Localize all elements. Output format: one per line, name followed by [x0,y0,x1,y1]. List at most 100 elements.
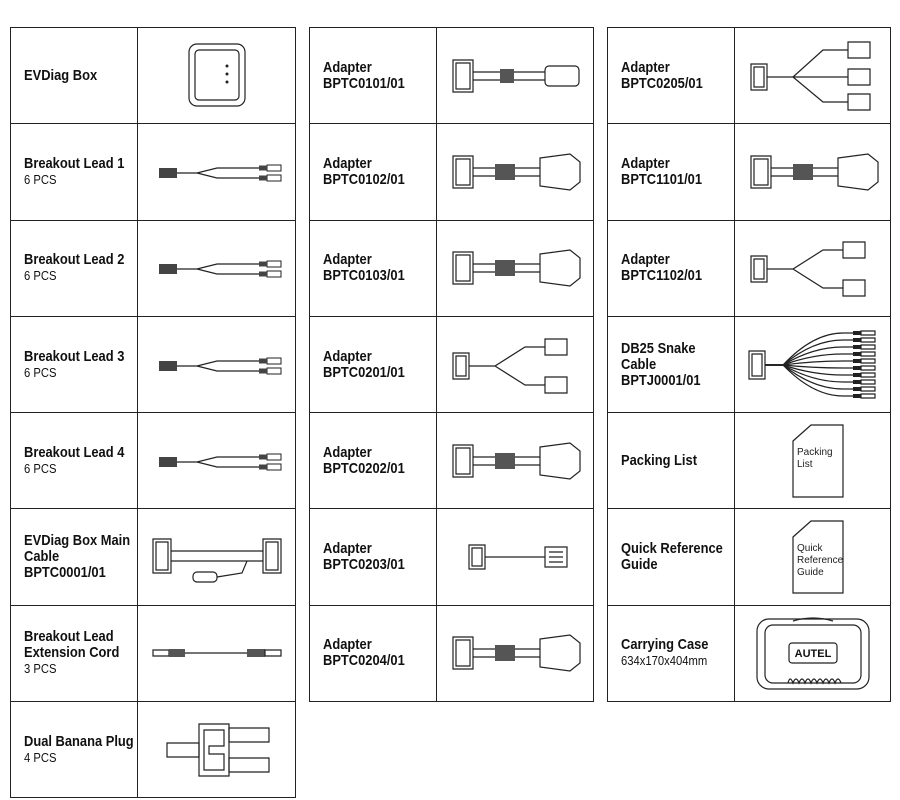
item-image-cell [735,28,890,123]
packing-item-adapter-bptc0102-01: Adapter BPTC0102/01 [310,124,593,221]
item-name: Breakout Lead Extension Cord [24,628,120,662]
packing-item-adapter-bptc0205-01: Adapter BPTC0205/01 [608,28,890,125]
item-name: Carrying Case [621,636,709,654]
item-label-cell: Adapter BPTC0204/01 [310,605,437,702]
packing-item-db25-snake-cable-bptj0001-01: DB25 Snake Cable BPTJ0001/01 [608,316,890,414]
item-image-cell [437,317,593,412]
item-name: Adapter BPTC0102/01 [323,154,405,188]
item-image-cell [437,509,593,604]
document-icon-text: Packing [797,447,833,458]
item-name: DB25 Snake Cable BPTJ0001/01 [621,339,701,389]
item-quantity: 3 PCS [24,662,57,677]
item-name: Adapter BPTC0204/01 [323,636,405,670]
item-name: EVDiag Box [24,66,98,84]
item-label-cell: Breakout Lead 4 6 PCS [11,413,138,509]
item-name: Breakout Lead 3 [24,347,125,365]
packing-list-column-2: Adapter BPTC0101/01 Adapter BPTC0102/01 … [309,27,594,703]
item-quantity: 6 PCS [24,461,57,476]
item-name: Packing List [621,451,697,469]
item-image-cell [138,509,295,604]
packing-item-evdiag-box-main-cable-bptc0001-01: EVDiag Box Main Cable BPTC0001/01 [11,509,295,606]
breakout-lead-icon [158,325,287,405]
packing-item-adapter-bptc1102-01: Adapter BPTC1102/01 [608,220,890,317]
adapter-small-icon [445,517,585,597]
item-label-cell: Adapter BPTC0203/01 [310,509,437,605]
item-label-cell: Breakout Lead Extension Cord 3 PCS [11,605,138,702]
adapter-large-icon [445,228,585,308]
item-image-cell [138,606,295,701]
adapter-large-icon [445,613,585,693]
item-image-cell [138,124,295,219]
item-name: Adapter BPTC0201/01 [323,347,405,381]
item-label-cell: Carrying Case 634x170x404mm [608,605,735,702]
packing-item-adapter-bptc0203-01: Adapter BPTC0203/01 [310,509,593,606]
packing-item-adapter-bptc0201-01: Adapter BPTC0201/01 [310,316,593,414]
item-label-cell: Breakout Lead 2 6 PCS [11,220,138,316]
item-label-cell: Dual Banana Plug 4 PCS [11,702,138,798]
item-label-cell: Adapter BPTC0102/01 [310,124,437,220]
item-image-cell [437,606,593,701]
packing-item-adapter-bptc1101-01: Adapter BPTC1101/01 [608,124,890,221]
item-label-cell: Adapter BPTC0202/01 [310,413,437,509]
document-icon-text: Guide [797,567,824,578]
item-label-cell: Breakout Lead 1 6 PCS [11,124,138,220]
item-quantity: 6 PCS [24,365,57,380]
item-name: Adapter BPTC0202/01 [323,443,405,477]
packing-item-breakout-lead-4: Breakout Lead 4 6 PCS [11,413,295,510]
item-name: Breakout Lead 1 [24,154,125,172]
item-image-cell: AUTEL [735,606,890,701]
adapter-large-icon [743,132,883,212]
adapter-large-icon [445,421,585,501]
item-image-cell [138,317,295,412]
item-label-cell: Adapter BPTC0201/01 [310,316,437,413]
item-quantity: 634x170x404mm [621,654,708,669]
item-image-cell [138,413,295,508]
banana-plug-icon [147,710,287,790]
packing-item-adapter-bptc0204-01: Adapter BPTC0204/01 [310,605,593,703]
autel-logo: AUTEL [794,648,831,660]
item-label-cell: Adapter BPTC1101/01 [608,124,735,220]
item-quantity: 6 PCS [24,172,57,187]
adapter-usb-icon [445,36,585,116]
item-label-cell: EVDiag Box [11,28,138,124]
item-name: Adapter BPTC0103/01 [323,251,405,285]
packing-item-adapter-bptc0202-01: Adapter BPTC0202/01 [310,413,593,510]
item-label-cell: Packing List [608,413,735,509]
item-name: EVDiag Box Main Cable BPTC0001/01 [24,532,131,582]
item-image-cell [735,124,890,219]
adapter-split-icon [445,325,585,405]
item-name: Dual Banana Plug [24,732,134,750]
item-quantity: 6 PCS [24,269,57,284]
item-image-cell [437,221,593,316]
packing-item-adapter-bptc0101-01: Adapter BPTC0101/01 [310,28,593,125]
item-image-cell [735,317,890,412]
packing-item-breakout-lead-extension-cord: Breakout Lead Extension Cord 3 PCS [11,605,295,703]
carrying-case-icon: AUTEL [743,613,883,693]
packing-item-adapter-bptc0103-01: Adapter BPTC0103/01 [310,220,593,317]
item-name: Adapter BPTC0203/01 [323,540,405,574]
item-label-cell: Quick Reference Guide [608,509,735,605]
diag-box-icon [147,36,287,116]
item-name: Adapter BPTC0101/01 [323,58,405,92]
item-label-cell: Adapter BPTC0205/01 [608,28,735,124]
adapter-triple-icon [743,36,883,116]
item-image-cell [138,702,295,797]
item-name: Quick Reference Guide [621,540,723,574]
packing-item-breakout-lead-2: Breakout Lead 2 6 PCS [11,220,295,317]
packing-list-column-3: Adapter BPTC0205/01 Adapter BPTC1101/01 … [607,27,891,703]
packing-item-evdiag-box: EVDiag Box [11,28,295,125]
item-label-cell: Adapter BPTC1102/01 [608,220,735,316]
document-icon-text: List [797,459,813,470]
item-label-cell: Adapter BPTC0103/01 [310,220,437,316]
item-name: Breakout Lead 4 [24,443,125,461]
item-image-cell [437,28,593,123]
breakout-lead-icon [158,132,287,212]
main-cable-icon [147,517,287,597]
item-quantity: 4 PCS [24,750,57,765]
item-name: Breakout Lead 2 [24,251,125,269]
